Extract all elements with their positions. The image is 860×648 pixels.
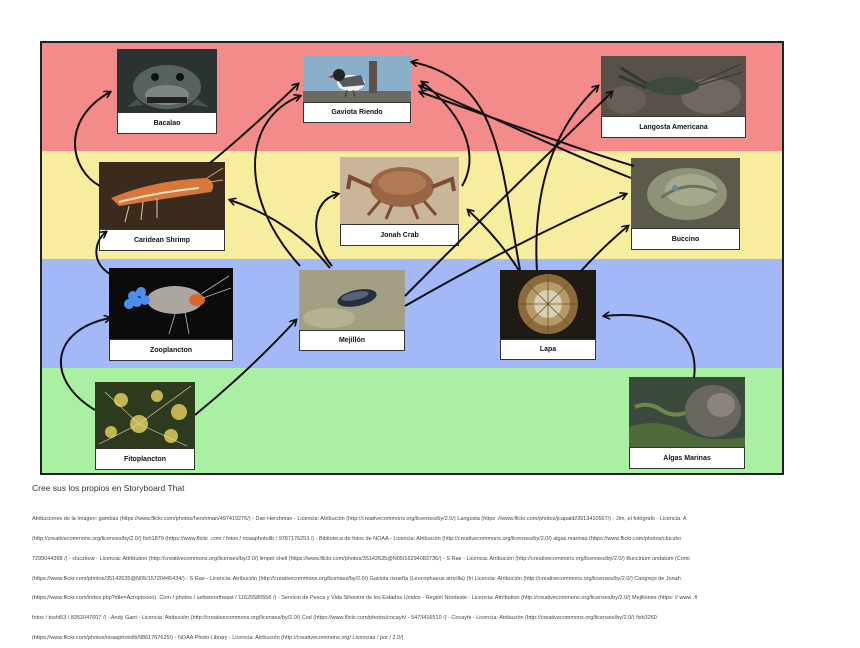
attribution-line: (https://www.flickr.com/index.php?title=…: [32, 595, 698, 602]
card-bacalao[interactable]: Bacalao: [117, 49, 217, 134]
card-label: Lapa: [500, 339, 596, 360]
card-fitoplancton[interactable]: Fitoplancton: [95, 382, 195, 470]
limpet-photo: [500, 270, 596, 339]
card-gaviota[interactable]: Gaviota Riendo: [303, 55, 411, 123]
card-buccino[interactable]: Buccino: [631, 158, 740, 250]
card-caridean-shrimp[interactable]: Caridean Shrimp: [99, 162, 225, 251]
card-label: Caridean Shrimp: [99, 229, 225, 251]
card-label: Bacalao: [117, 112, 217, 134]
zooplankton-photo: [109, 268, 233, 339]
card-lapa[interactable]: Lapa: [500, 270, 596, 360]
storyboard-cta[interactable]: Cree sus los propios en Storyboard That: [32, 483, 185, 493]
card-jonah-crab[interactable]: Jonah Crab: [340, 157, 459, 246]
lobster-photo: [601, 56, 746, 116]
attribution-line: 7299044368 /) - cluczkow - Licencia: Att…: [32, 555, 690, 562]
seaweed-photo: [629, 377, 745, 447]
card-langosta[interactable]: Langosta Americana: [601, 56, 746, 138]
card-label: Gaviota Riendo: [303, 102, 411, 123]
card-algas-marinas[interactable]: Algas Marinas: [629, 377, 745, 469]
image-attributions: Atribuciones de la Imagen: gambas (https…: [32, 503, 860, 648]
attribution-line: fotos / toshi53 / 8352047607 /) - Andy G…: [32, 615, 657, 622]
card-mejillon[interactable]: Mejillón: [299, 270, 405, 351]
card-zooplancton[interactable]: Zooplancton: [109, 268, 233, 361]
attribution-line: (http://creativecommons.org/licenses/by/…: [32, 535, 682, 542]
card-label: Algas Marinas: [629, 447, 745, 469]
card-label: Langosta Americana: [601, 116, 746, 138]
card-label: Buccino: [631, 228, 740, 250]
attribution-line: Atribuciones de la Imagen: gambas (https…: [32, 516, 687, 523]
whelk-photo: [631, 158, 740, 228]
cod-photo: [117, 49, 217, 112]
card-label: Fitoplancton: [95, 448, 195, 470]
mussel-photo: [299, 270, 405, 330]
card-label: Zooplancton: [109, 339, 233, 361]
crab-photo: [340, 157, 459, 224]
attribution-line: (https://www.flickr.com/photos/35142635@…: [32, 575, 681, 582]
attribution-line: (https://www.flickr.com/photos/noaaphoto…: [32, 634, 404, 641]
gull-photo: [303, 55, 411, 102]
phytoplankton-photo: [95, 382, 195, 448]
shrimp-photo: [99, 162, 225, 229]
card-label: Mejillón: [299, 330, 405, 351]
card-label: Jonah Crab: [340, 224, 459, 246]
